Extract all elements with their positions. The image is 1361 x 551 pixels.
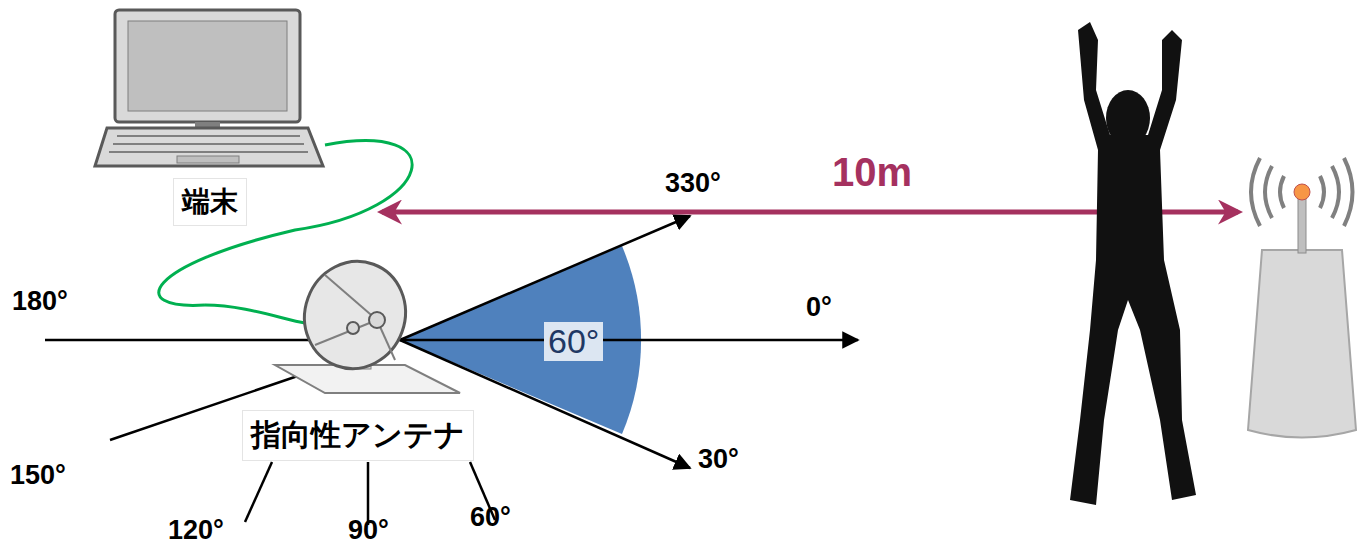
angle-lines xyxy=(45,216,858,525)
directional-antenna: 指向性アンテナ xyxy=(205,265,510,467)
person-silhouette xyxy=(1070,22,1196,505)
angle-label: 30° xyxy=(698,444,739,475)
angle-label: 330° xyxy=(665,168,721,199)
beam-width-label: 60° xyxy=(544,322,603,361)
angle-label: 120° xyxy=(168,515,224,546)
angle-label: 150° xyxy=(10,460,66,491)
wireless-router xyxy=(1248,158,1356,438)
angle-label: 0° xyxy=(806,292,832,323)
terminal-laptop: 端末 xyxy=(95,10,325,232)
angle-label: 180° xyxy=(12,286,68,317)
device-label: 指向性アンテナ xyxy=(242,410,474,461)
angle-label: 60° xyxy=(470,502,511,533)
distance-label: 10m xyxy=(832,150,912,195)
angle-label: 90° xyxy=(348,515,389,546)
device-label: 端末 xyxy=(173,178,247,226)
